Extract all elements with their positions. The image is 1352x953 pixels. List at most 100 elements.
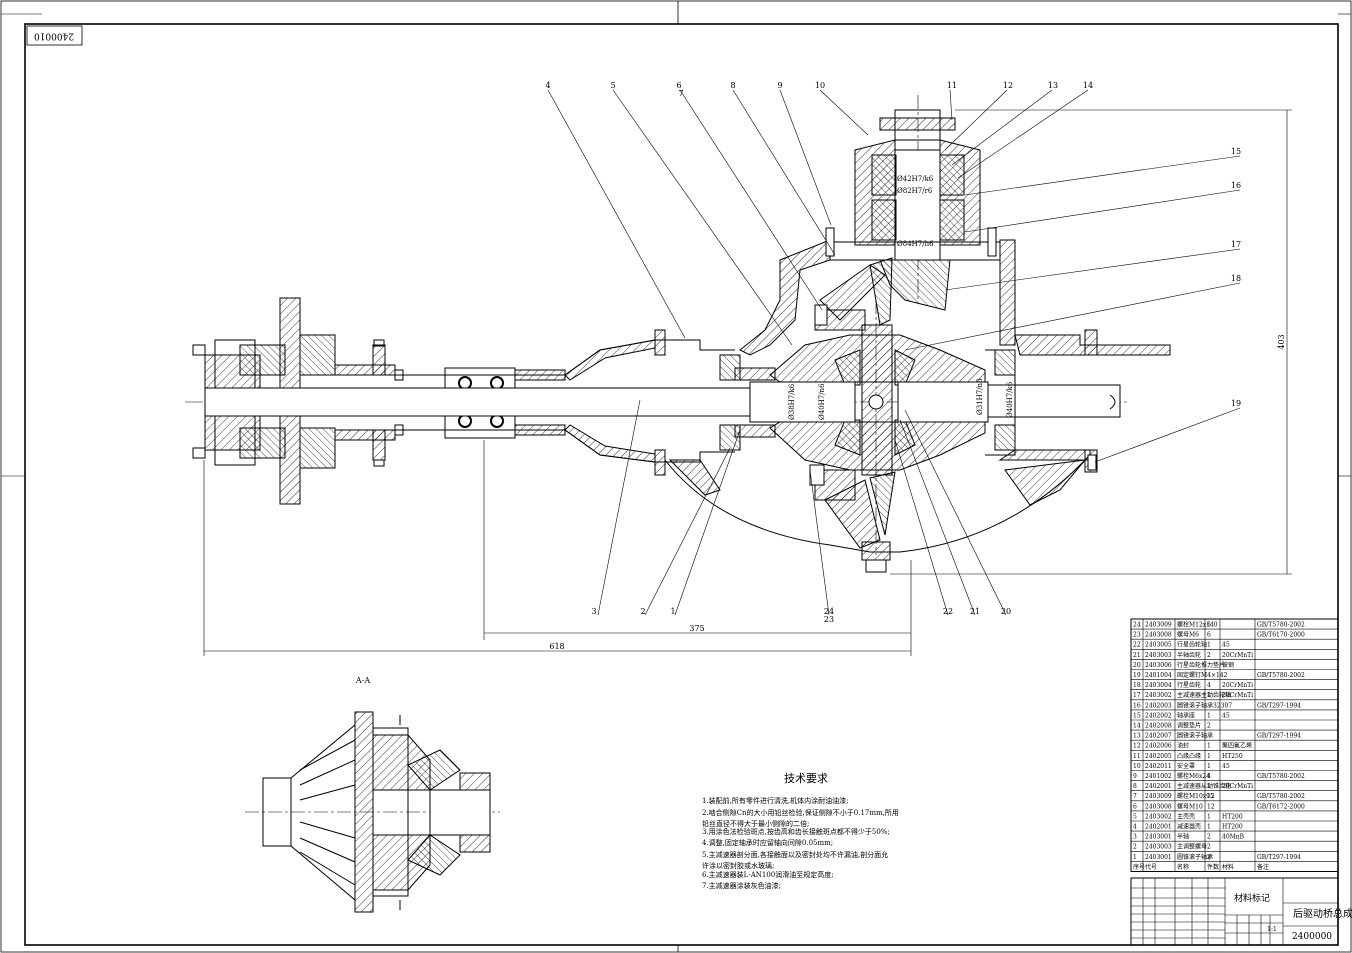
- balloon-label: 24: [824, 607, 834, 616]
- bom-cell: 4: [1133, 824, 1137, 831]
- code-stamp: 2400010: [26, 25, 83, 46]
- tech-req-line: 4.调整,固定轴承时应留轴向间隙0.05mm;: [702, 838, 833, 847]
- bom-cell: 23: [1133, 632, 1141, 639]
- bom-cell: GB/T5780-2002: [1257, 672, 1305, 679]
- bom-cell: 凸缘凸缘: [1177, 752, 1201, 760]
- axle-tube: [334, 329, 735, 476]
- balloon-label: 6: [676, 81, 681, 90]
- bom-cell: 2402011: [1145, 763, 1172, 770]
- bom-header-cell: 名称: [1177, 863, 1189, 871]
- bom-cell: 12: [1133, 743, 1141, 750]
- balloon-label: 13: [1048, 81, 1058, 90]
- dim-618: 618: [549, 642, 564, 651]
- balloon-label: 4: [545, 81, 550, 90]
- bom-cell: 6: [1133, 803, 1137, 810]
- bom-cell: 2403002: [1145, 813, 1172, 820]
- tech-req-line: 2.啮合侧隙Cn的大小用铅丝检验,保证侧隙不小于0.17mm,所用: [702, 808, 899, 817]
- bom-cell: 1: [1207, 692, 1211, 699]
- leader-lines: [547, 89, 1241, 616]
- dim-403: 403: [1277, 334, 1286, 349]
- bom-cell: 2401002: [1145, 773, 1172, 780]
- bom-cell: 2403009: [1145, 622, 1172, 629]
- bom-cell: 主壳壳: [1177, 812, 1195, 820]
- bom-cell: 6: [1207, 632, 1211, 639]
- bom-cell: 2403008: [1145, 632, 1172, 639]
- bom-cell: 1: [1207, 753, 1211, 760]
- bom-cell: HT200: [1222, 824, 1243, 831]
- bom-cell: 玻钢: [1222, 661, 1234, 669]
- bom-cell: 2: [1207, 652, 1211, 659]
- balloon-label: 1: [670, 607, 675, 616]
- balloon-label: 16: [1231, 181, 1241, 190]
- bom-cell: 2402008: [1145, 723, 1172, 730]
- bom-cell: 螺母M10: [1177, 802, 1203, 810]
- balloon-label: 23: [824, 615, 834, 624]
- bom-cell: 行星齿轮轴: [1177, 641, 1207, 649]
- balloon-label: 7: [678, 89, 683, 98]
- bom-cell: 2403001: [1145, 834, 1172, 841]
- bom-cell: 2403008: [1145, 803, 1172, 810]
- bom-cell: GB/T5780-2002: [1257, 793, 1305, 800]
- balloon-label: 5: [610, 81, 615, 90]
- bom-cell: 2: [1207, 854, 1211, 861]
- bom-cell: 2: [1207, 834, 1211, 841]
- fit-label: Ø84H7/h6: [897, 240, 934, 248]
- pinion-housing: [825, 109, 1001, 311]
- bom-cell: 2403003: [1145, 652, 1172, 659]
- bom-cell: GB/T297-1994: [1257, 702, 1301, 709]
- bom-cell: 2401004: [1145, 672, 1172, 679]
- bom-cell: 2402005: [1145, 753, 1172, 760]
- technical-requirements: 技术要求 1.装配前,所有零件进行清洗,机体内涂耐油油漆; 2.啮合侧隙Cn的大…: [702, 772, 899, 890]
- bom-cell: 6: [1207, 622, 1211, 629]
- tech-req-line: 6.主减速器装L-AN100润滑油至规定高度;: [702, 870, 834, 879]
- bom-cell: 行星齿轮推力垫片: [1177, 661, 1225, 669]
- bom-cell: 2: [1207, 844, 1211, 851]
- bom-cell: 1: [1207, 824, 1211, 831]
- bom-cell: 油封: [1177, 742, 1189, 750]
- bom-cell: 13: [1133, 733, 1141, 740]
- balloon-label: 17: [1231, 240, 1241, 249]
- bom-header-cell: 材料: [1222, 863, 1234, 871]
- bom-cell: 9: [1133, 773, 1137, 780]
- bom-cell: HT200: [1222, 813, 1243, 820]
- bom-cell: 15: [1133, 712, 1141, 719]
- tech-req-heading: 技术要求: [784, 772, 828, 785]
- bom-cell: 18: [1133, 682, 1141, 689]
- bom-cell: GB/T6172-2000: [1257, 803, 1305, 810]
- bom-cell: 45: [1222, 763, 1230, 770]
- bom-cell: 1: [1207, 743, 1211, 750]
- code-stamp-text: 2400010: [34, 31, 74, 41]
- bom-cell: 20CrMnTi: [1222, 783, 1253, 790]
- balloon-label: 12: [1003, 81, 1013, 90]
- bom-cell: 2402001: [1145, 824, 1172, 831]
- bom-cell: GB/T297-1994: [1257, 854, 1301, 861]
- bom-cell: 圆锥滚子轴承: [1177, 732, 1213, 740]
- bom-header-cell: 代号: [1145, 863, 1157, 871]
- bom-cell: 40MnB: [1222, 834, 1245, 841]
- bom-cell: 11: [1133, 753, 1141, 760]
- title-block: [1130, 877, 1339, 946]
- bom-cell: 45: [1222, 712, 1230, 719]
- bom-cell: GB/T6170-2000: [1257, 632, 1305, 639]
- bom-cell: HT250: [1222, 753, 1243, 760]
- bom-cell: GB/T297-1994: [1257, 733, 1301, 740]
- balloon-label: 19: [1231, 399, 1241, 408]
- bom-cell: 5: [1133, 813, 1137, 820]
- fit-label: Ø40H7/n6: [818, 383, 826, 420]
- bom-cell: 固定螺钉M4×142: [1177, 671, 1228, 679]
- tech-req-line: 1.装配前,所有零件进行清洗,机体内涂耐油油漆;: [702, 796, 849, 805]
- material-mark: 材料标记: [1234, 892, 1270, 904]
- balloon-label: 11: [947, 81, 957, 90]
- bom-cell: 19: [1133, 672, 1141, 679]
- bom-cell: 1: [1207, 763, 1211, 770]
- bom-cell: 1: [1133, 854, 1137, 861]
- bom-cell: 2403009: [1145, 793, 1172, 800]
- bom-cell: 22: [1133, 642, 1141, 649]
- balloon-label: 14: [1083, 81, 1093, 90]
- bom-cell: 螺栓M10x95: [1177, 792, 1214, 800]
- tech-req-line: 3.用涂色法检验斑点,按齿高和齿长接触斑点都不得少于50%;: [702, 827, 890, 836]
- bom-cell: 2403006: [1145, 662, 1172, 669]
